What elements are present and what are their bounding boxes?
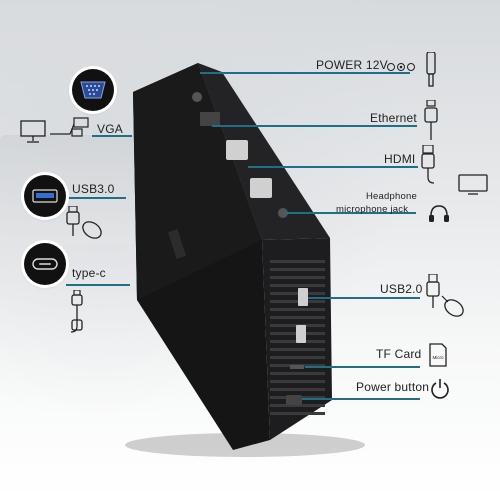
hdmi-port-2 <box>250 178 272 198</box>
label-power-12v: POWER 12V <box>316 58 388 72</box>
label-usb2: USB2.0 <box>380 282 423 296</box>
power-button-hardware <box>286 395 302 405</box>
leader-usb2 <box>308 297 420 299</box>
leader-headphone <box>284 212 416 214</box>
typec-port-icon <box>32 258 58 270</box>
label-ethernet: Ethernet <box>370 111 417 125</box>
svg-text:Micro: Micro <box>433 355 444 360</box>
ethernet-port <box>200 112 220 126</box>
vga-port-icon <box>80 81 106 99</box>
usb-stick-icon <box>426 274 440 308</box>
label-headphone-line2: microphone jack <box>336 204 409 215</box>
hdmi-port-1 <box>226 140 248 160</box>
usb2-port-1 <box>298 288 308 306</box>
tf-card-slot <box>290 365 304 369</box>
leader-power <box>200 72 410 74</box>
tv-icon <box>458 174 488 195</box>
label-hdmi: HDMI <box>384 152 416 166</box>
leader-vga <box>92 135 132 137</box>
leader-usb3 <box>66 197 126 199</box>
leader-tfcard <box>305 366 420 368</box>
hdmi-cable-icon <box>421 145 435 184</box>
headset-icon <box>429 205 449 222</box>
label-power-button: Power button <box>356 380 430 394</box>
ethernet-cable-icon <box>424 100 438 140</box>
leader-hdmi <box>248 166 418 168</box>
dc-port <box>192 92 202 102</box>
leader-power-button <box>302 398 420 400</box>
leader-typec <box>66 284 130 286</box>
label-vga: VGA <box>97 122 123 136</box>
label-usb3: USB3.0 <box>72 182 115 196</box>
usb2-port-2 <box>296 325 306 343</box>
usb-mouse-icon <box>66 206 102 239</box>
monitor-icon <box>20 120 46 143</box>
label-tf-card: TF Card <box>376 347 422 361</box>
leader-ethernet <box>212 125 417 127</box>
usb3-port-icon <box>32 189 58 203</box>
label-type-c: type-c <box>72 266 106 280</box>
power-polarity-icon <box>387 63 415 71</box>
mouse-icon <box>441 295 464 317</box>
power-icon <box>431 379 449 399</box>
audio-jack <box>278 208 288 218</box>
microsd-card-icon: Micro <box>429 343 447 367</box>
vga-cable-icon <box>50 117 89 137</box>
usb-c-cable-icon <box>70 290 83 333</box>
label-headphone-line1: Headphone <box>366 191 417 202</box>
dc-plug-icon <box>426 52 436 87</box>
